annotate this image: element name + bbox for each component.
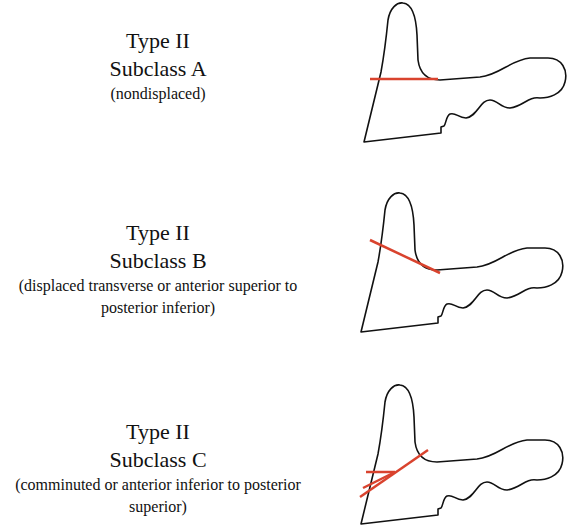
axis-vertebra-b [361,193,563,332]
subclass-heading: Subclass B [0,247,316,275]
type-heading: Type II [0,27,316,55]
subclass-description: (displaced transverse or anterior superi… [0,275,316,319]
subclass-heading: Subclass A [0,55,316,83]
subclass-heading: Subclass C [0,446,316,474]
subclass-description: (comminuted or anterior inferior to post… [0,474,316,518]
vertebra-outline [361,385,563,524]
vertebra-outline [364,3,566,142]
type-heading: Type II [0,418,316,446]
type-heading: Type II [0,219,316,247]
fracture-line [370,240,440,273]
axis-vertebra-c [360,385,563,524]
fracture-line [363,472,395,488]
subclass-description: (nondisplaced) [0,83,316,105]
axis-vertebra-a [364,3,566,142]
fracture-line [370,78,438,81]
fracture-line [360,450,428,497]
vertebra-outline [361,193,563,332]
